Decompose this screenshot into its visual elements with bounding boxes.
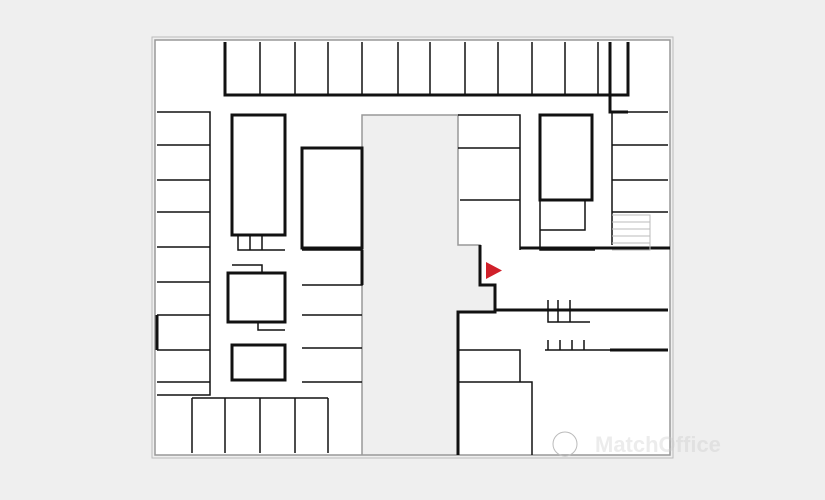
location-marker-icon — [486, 262, 502, 279]
watermark-text: MatchOffice — [595, 432, 721, 457]
outer-glazing — [151, 36, 674, 459]
watermark-logo-icon — [552, 431, 578, 457]
wall-lines — [155, 42, 670, 455]
